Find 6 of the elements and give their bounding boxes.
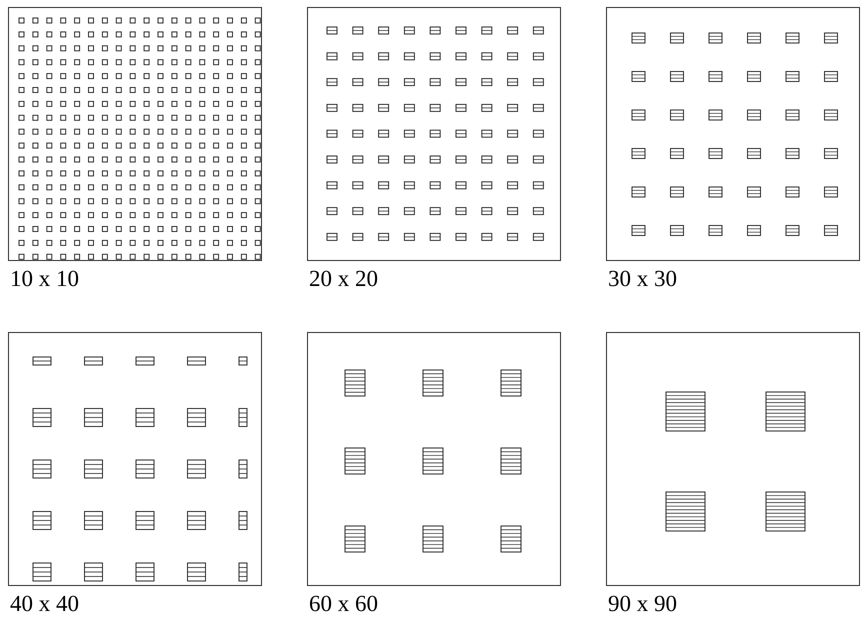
grid-size-label: 30 x 30 [608, 265, 677, 293]
grid-size-label: 20 x 20 [309, 265, 378, 293]
grid-size-label: 40 x 40 [10, 590, 79, 618]
grid-size-label: 60 x 60 [309, 590, 378, 618]
grid-size-label: 10 x 10 [10, 265, 79, 293]
grid-size-label: 90 x 90 [608, 590, 677, 618]
